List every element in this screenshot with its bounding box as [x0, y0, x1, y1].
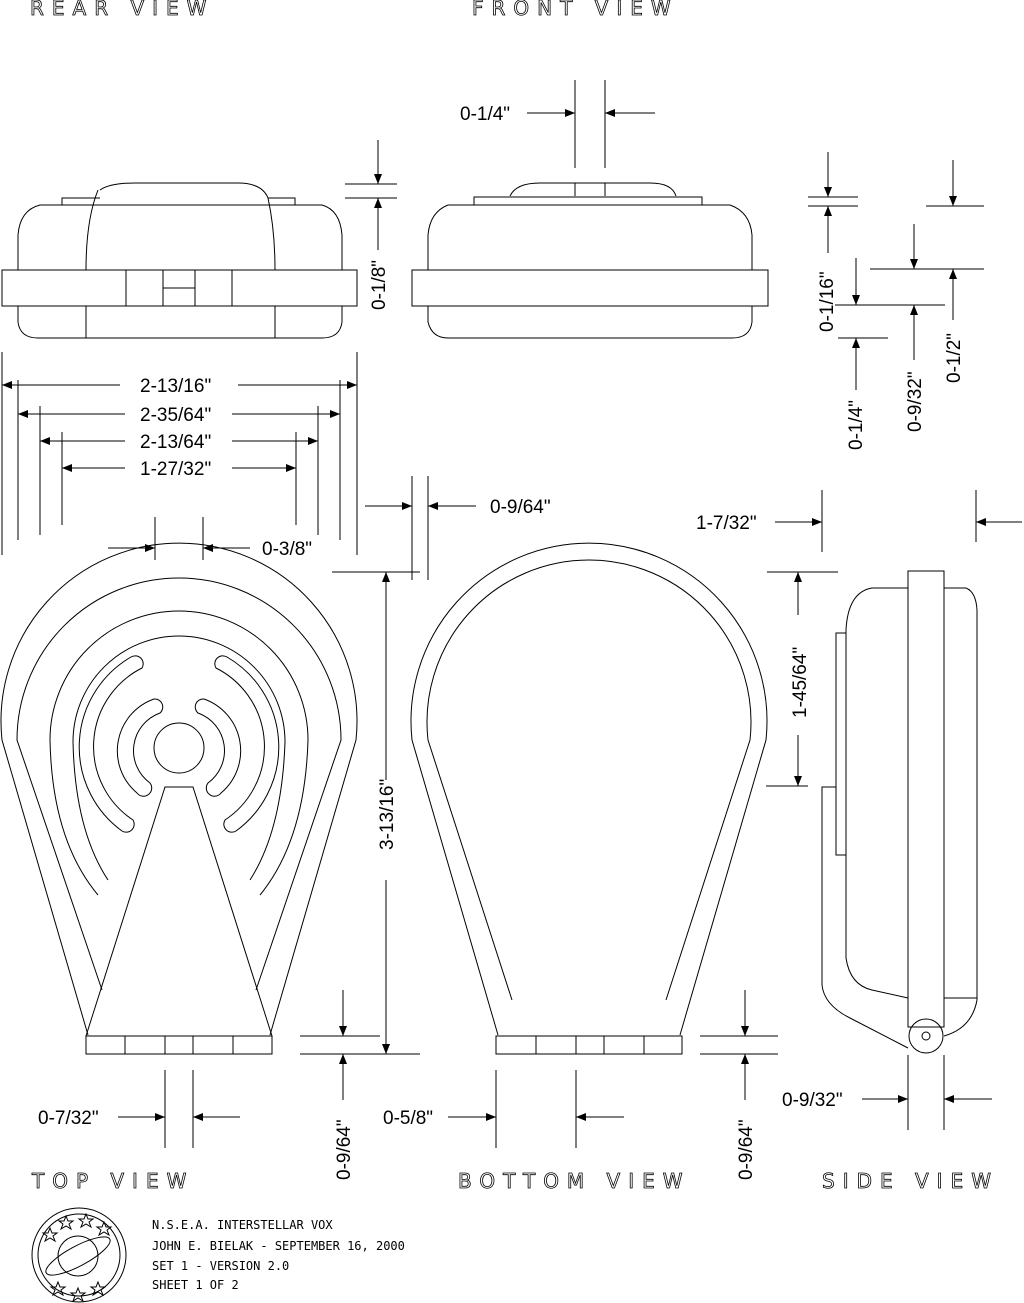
width-4-label: 1-27/32"	[140, 459, 211, 480]
title-line-3: SET 1 - VERSION 2.0	[152, 1259, 289, 1273]
width-2-label: 2-35/64"	[140, 405, 211, 426]
side-half-label: 0-1/2"	[944, 333, 965, 383]
rim-gap-label: 0-9/64"	[490, 497, 551, 518]
rear-view-title: REAR VIEW	[30, 0, 214, 20]
side-depth-dimension: 1-7/32"	[696, 490, 1022, 552]
rim-gap-dimension: 0-9/64"	[365, 476, 551, 580]
side-depth-label: 1-7/32"	[696, 513, 757, 534]
side-view-title: SIDE VIEW	[822, 1169, 999, 1193]
overall-length-label: 3-13/16"	[377, 779, 398, 850]
side-profile-dimensions: 0-1/16" 0-1/4" 0-9/32" 0-1/2"	[808, 152, 984, 450]
upper-length-label: 1-45/64"	[790, 647, 811, 718]
title-line-4: SHEET 1 OF 2	[152, 1278, 239, 1292]
rear-view-drawing	[1, 182, 358, 339]
title-line-2: JOHN E. BIELAK - SEPTEMBER 16, 2000	[152, 1239, 405, 1253]
bottom-base-height-dimension: 0-9/64"	[700, 990, 778, 1180]
side-quarter-label: 0-1/4"	[846, 400, 867, 450]
title-block: N.S.E.A. INTERSTELLAR VOX JOHN E. BIELAK…	[152, 1218, 405, 1292]
rear-height-label: 0-1/8"	[369, 260, 390, 310]
side-pivot-label: 0-9/32"	[782, 1090, 843, 1111]
top-view-drawing	[0, 542, 358, 1055]
side-view-drawing	[821, 570, 978, 1054]
slot-gap-dimension: 0-3/8"	[108, 517, 312, 560]
bottom-base-gap-dimension: 0-5/8"	[383, 1070, 624, 1148]
upper-length-dimension: 1-45/64"	[766, 571, 838, 787]
top-view-title: TOP VIEW	[31, 1169, 194, 1193]
bottom-view-drawing	[410, 542, 768, 1055]
front-quarter-dimension: 0-1/4"	[460, 80, 655, 168]
bottom-base-gap-label: 0-5/8"	[383, 1108, 433, 1129]
front-quarter-label: 0-1/4"	[460, 104, 510, 125]
overall-length-dimension: 3-13/16"	[300, 571, 420, 1055]
top-base-gap-label: 0-7/32"	[38, 1108, 99, 1129]
width-1-label: 2-13/16"	[140, 376, 211, 397]
side-pivot-dimension: 0-9/32"	[782, 1055, 992, 1130]
width-dimensions: 2-13/16" 2-35/64" 2-13/64" 1-27/32"	[1, 352, 358, 555]
top-base-gap-dimension: 0-7/32"	[38, 1070, 240, 1148]
width-3-label: 2-13/64"	[140, 432, 211, 453]
side-nine-32-label: 0-9/32"	[905, 371, 926, 432]
side-sixteenth-label: 0-1/16"	[817, 271, 838, 332]
nsea-logo	[31, 1207, 127, 1303]
star-icon	[41, 1212, 113, 1303]
bottom-view-title: BOTTOM VIEW	[458, 1169, 691, 1193]
front-view-title: FRONT VIEW	[472, 0, 679, 20]
rear-height-dimension: 0-1/8"	[345, 140, 397, 310]
bottom-base-height-label: 0-9/64"	[736, 1119, 757, 1180]
top-base-height-dimension: 0-9/64"	[300, 990, 380, 1180]
top-base-height-label: 0-9/64"	[334, 1119, 355, 1180]
slot-gap-label: 0-3/8"	[262, 539, 312, 560]
title-line-1: N.S.E.A. INTERSTELLAR VOX	[152, 1218, 333, 1232]
front-view-drawing	[411, 182, 769, 339]
